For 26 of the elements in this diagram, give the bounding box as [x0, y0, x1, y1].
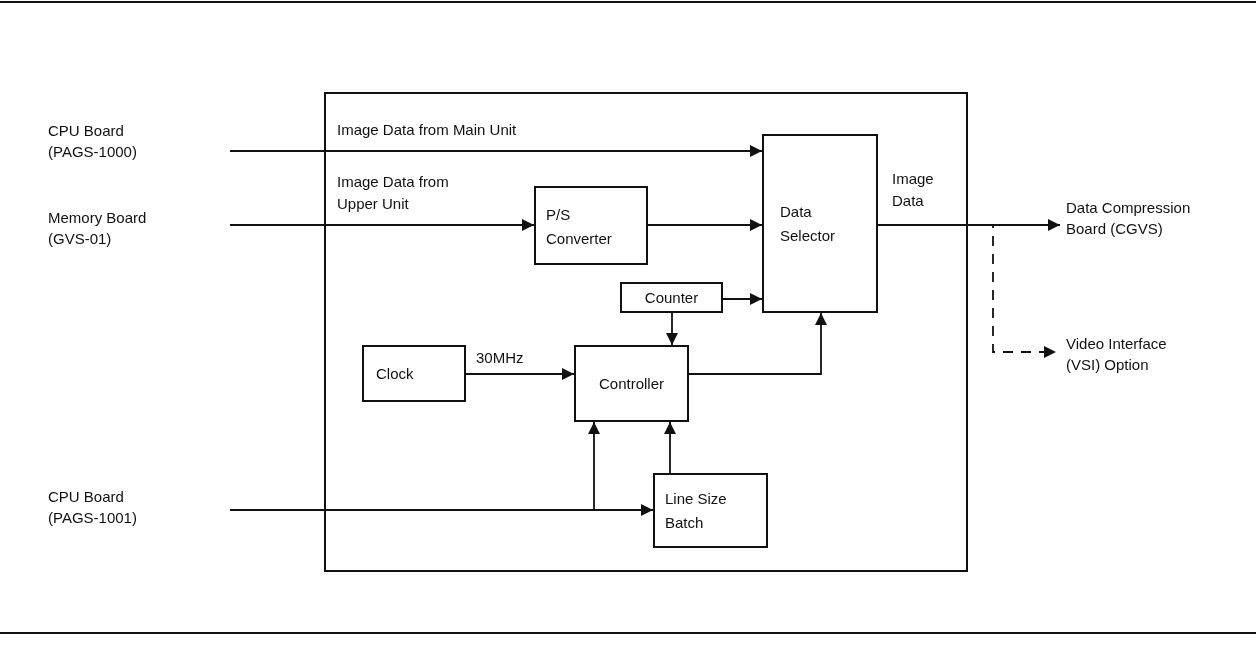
arrow	[666, 312, 678, 346]
arrow	[722, 293, 763, 305]
block-box	[762, 134, 878, 313]
arrow	[229, 219, 535, 231]
board-label: CPU Board (PAGS-1001)	[48, 487, 138, 528]
board-label: Memory Board (GVS-01)	[48, 208, 148, 249]
arrow	[465, 368, 575, 380]
block-label: Counter	[643, 288, 700, 308]
block-box	[362, 345, 466, 402]
block-box	[574, 345, 689, 422]
arrow	[647, 219, 763, 231]
arrow	[664, 421, 676, 474]
block-box	[534, 186, 648, 265]
block-label: Controller	[598, 374, 665, 394]
board-label: CPU Board (PAGS-1000)	[48, 121, 138, 162]
arrow	[688, 312, 827, 375]
block-box	[620, 282, 723, 313]
board-label: Data Compression Board (CGVS)	[1066, 198, 1192, 239]
block-label: Clock	[376, 364, 415, 384]
block-label: Line Size Batch	[665, 489, 728, 533]
block-label: Data Selector	[780, 202, 837, 246]
block-label: P/S Converter	[546, 205, 613, 249]
board-frame	[324, 92, 968, 572]
block-box	[653, 473, 768, 548]
arrow	[229, 145, 763, 157]
board-label: Video Interface (VSI) Option	[1066, 334, 1168, 375]
